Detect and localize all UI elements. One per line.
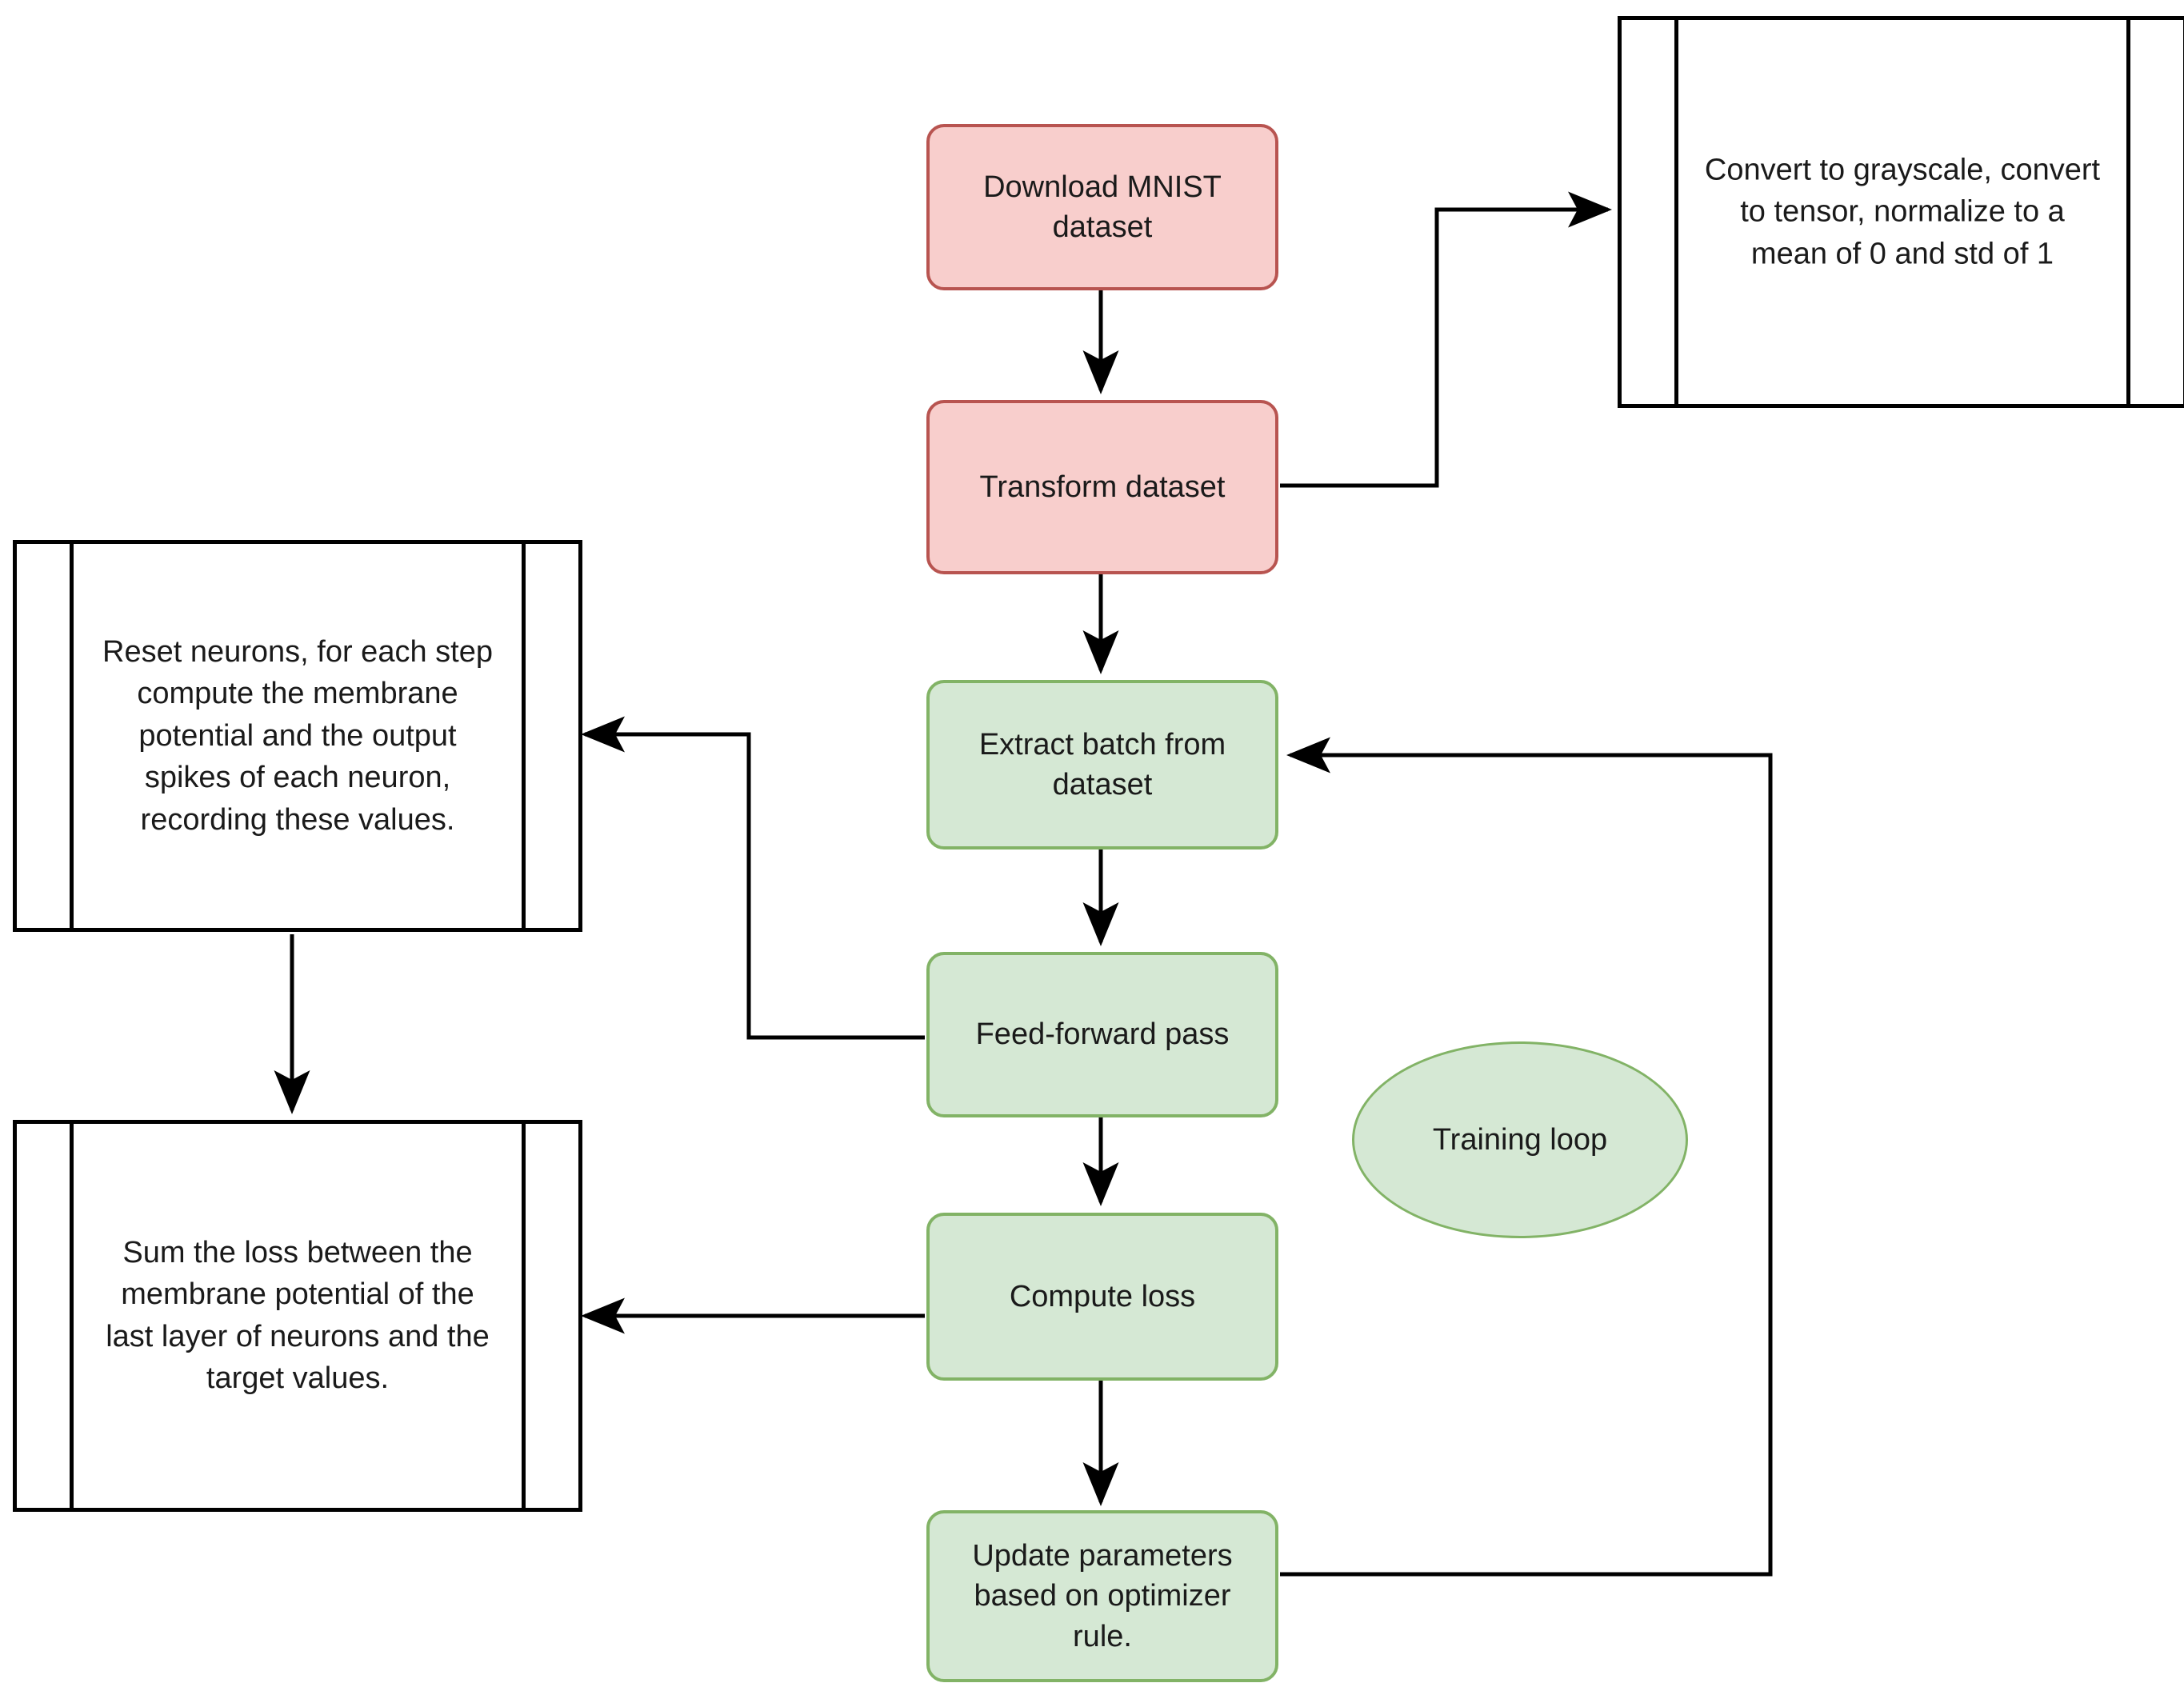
node-feed-forward-pass[interactable]: Feed-forward pass	[926, 952, 1278, 1117]
note-right-divider	[522, 544, 526, 928]
node-update-parameters[interactable]: Update parameters based on optimizer rul…	[926, 1510, 1278, 1682]
node-extract-batch-from-dataset[interactable]: Extract batch from dataset	[926, 680, 1278, 849]
note-right-divider	[522, 1124, 526, 1508]
note-left-divider	[70, 1124, 74, 1508]
note-loss-details-text: Sum the loss between the membrane potent…	[106, 1236, 490, 1396]
node-transform-dataset[interactable]: Transform dataset	[926, 400, 1278, 574]
node-download-mnist-dataset[interactable]: Download MNIST dataset	[926, 124, 1278, 290]
edge-transform-to-note-transform	[1280, 191, 1612, 488]
note-left-divider	[1674, 20, 1678, 404]
node-compute-loss[interactable]: Compute loss	[926, 1213, 1278, 1381]
note-right-divider	[2126, 20, 2130, 404]
note-left-divider	[70, 544, 74, 928]
note-feedforward-details[interactable]: Reset neurons, for each step compute the…	[13, 540, 582, 932]
note-transform-details[interactable]: Convert to grayscale, convert to tensor,…	[1618, 16, 2184, 408]
note-feedforward-details-text: Reset neurons, for each step compute the…	[102, 634, 493, 837]
note-transform-details-text: Convert to grayscale, convert to tensor,…	[1704, 153, 2101, 271]
note-loss-details[interactable]: Sum the loss between the membrane potent…	[13, 1120, 582, 1512]
edge-feedforward-to-note-feedforward	[581, 716, 925, 1040]
node-training-loop[interactable]: Training loop	[1352, 1041, 1688, 1238]
